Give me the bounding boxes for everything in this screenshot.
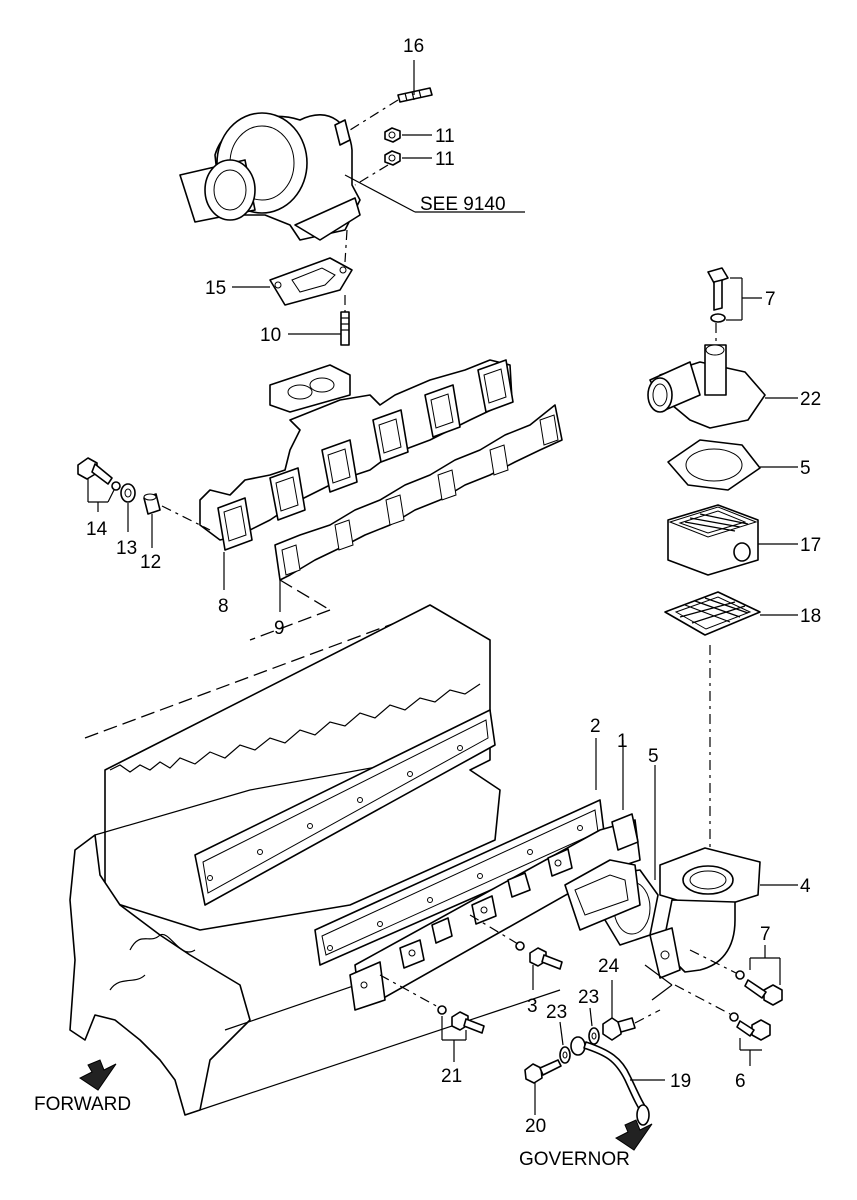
callout-24: 24 — [598, 956, 620, 977]
exhaust-manifold — [199, 359, 514, 551]
gasket-15 — [269, 257, 353, 306]
turbocharger — [179, 112, 361, 241]
callout-16: 16 — [403, 36, 424, 57]
forward-arrow-icon — [79, 1059, 117, 1091]
callout-2: 2 — [590, 716, 601, 737]
callout-12: 12 — [140, 552, 161, 573]
washer-23-right — [588, 1027, 600, 1045]
intake-gasket-dots — [207, 745, 583, 951]
cover-17 — [667, 504, 759, 576]
thermostat-housing — [647, 344, 766, 429]
nut-11-upper — [384, 127, 401, 143]
fitting-24 — [602, 1017, 636, 1041]
callout-14: 14 — [86, 519, 108, 540]
washer-23-left — [559, 1046, 571, 1064]
bolt-20 — [524, 1059, 562, 1084]
callout-7-lower: 7 — [760, 924, 771, 945]
callout-10: 10 — [260, 325, 281, 346]
callout-8: 8 — [218, 596, 229, 617]
manifold-gasket-9 — [274, 404, 563, 581]
stud-10 — [340, 311, 350, 346]
callout-17: 17 — [800, 535, 821, 556]
gasket-5-upper — [667, 439, 761, 491]
governor-arrow-icon — [615, 1119, 653, 1151]
bolt-6 — [729, 1012, 771, 1041]
callout-9: 9 — [274, 618, 285, 639]
callout-3: 3 — [527, 996, 538, 1017]
callout-13: 13 — [116, 538, 137, 559]
callout-6: 6 — [735, 1071, 746, 1092]
engine-block — [69, 604, 561, 1116]
washer-14b — [111, 481, 121, 491]
callout-21: 21 — [441, 1066, 462, 1087]
callout-11-upper: 11 — [435, 126, 455, 147]
callout-20: 20 — [525, 1116, 546, 1137]
bolt-7-lower — [735, 970, 783, 1006]
callout-23-right: 23 — [578, 987, 599, 1008]
callout-19: 19 — [670, 1071, 691, 1092]
stud-16 — [397, 87, 433, 103]
callout-15: 15 — [205, 278, 226, 299]
intake-gasket-2 — [194, 709, 606, 966]
governor-label: GOVERNOR — [519, 1149, 630, 1170]
bolt-21 — [437, 1005, 485, 1034]
callout-5-lower: 5 — [648, 746, 659, 767]
see-9140-ref: SEE 9140 — [420, 194, 506, 215]
callout-1: 1 — [617, 731, 628, 752]
tube-19 — [570, 1036, 650, 1126]
screen-gasket-18 — [664, 591, 761, 636]
spacer-12 — [143, 493, 161, 515]
forward-label: FORWARD — [34, 1094, 131, 1115]
callout-11-lower: 11 — [435, 149, 455, 170]
callout-22: 22 — [800, 389, 821, 410]
bolt-14 — [77, 457, 113, 485]
washer-13 — [120, 483, 136, 503]
bolt-7-upper — [707, 267, 729, 323]
intake-manifold — [349, 813, 641, 1011]
inlet-elbow — [649, 847, 761, 979]
callout-23-left: 23 — [546, 1002, 567, 1023]
callout-5-upper: 5 — [800, 458, 811, 479]
nut-11-lower — [384, 150, 401, 166]
callout-7-upper: 7 — [765, 289, 776, 310]
callout-18: 18 — [800, 606, 821, 627]
bolt-3 — [515, 941, 563, 970]
callout-4: 4 — [800, 876, 811, 897]
